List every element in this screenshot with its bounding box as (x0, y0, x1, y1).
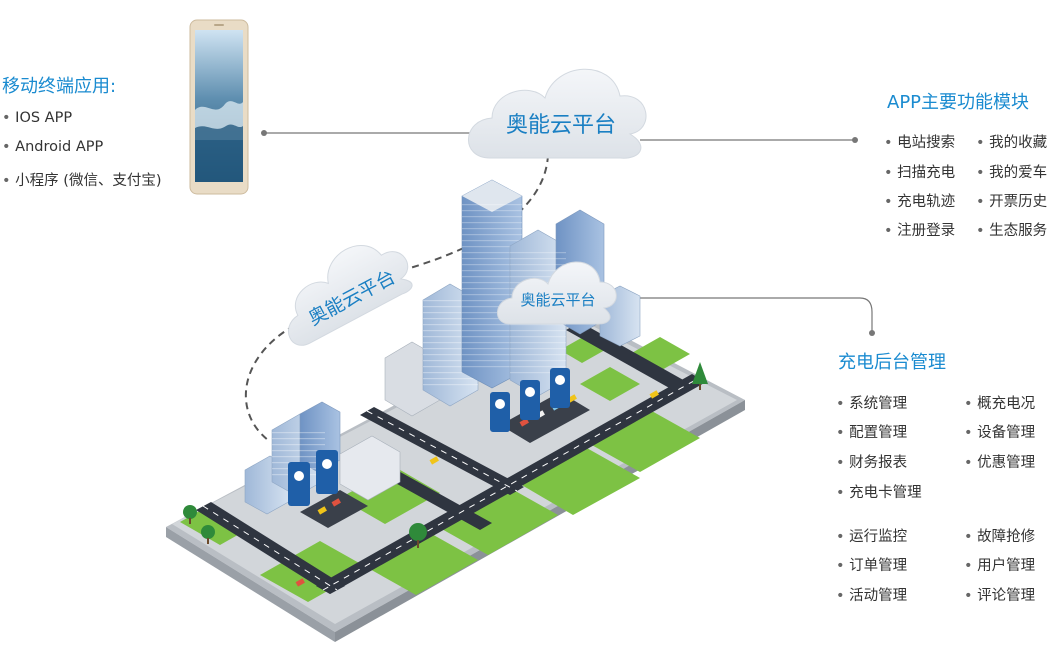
backend-item: 优惠管理 (964, 451, 1035, 472)
app-module-item: 电站搜索 (884, 131, 955, 152)
backend-item: 财务报表 (836, 451, 907, 472)
mobile-item-ios: IOS APP (2, 110, 72, 126)
phone-image (189, 19, 249, 195)
backend-item: 配置管理 (836, 421, 907, 442)
app-module-item: 注册登录 (884, 219, 955, 240)
backend-item: 用户管理 (964, 554, 1035, 575)
backend-item: 订单管理 (836, 554, 907, 575)
charging-stations (288, 368, 570, 506)
backend-item: 评论管理 (964, 584, 1035, 605)
backend-item: 运行监控 (836, 525, 907, 546)
connector-dot-left (261, 130, 267, 136)
app-module-item: 开票历史 (976, 190, 1047, 211)
city-platform (166, 310, 745, 642)
cloud-small-label: 奥能云平台 (520, 291, 595, 309)
backend-item: 故障抢修 (964, 525, 1035, 546)
connector-dot-right (852, 137, 858, 143)
mobile-item-android: Android APP (2, 139, 103, 155)
cloud-main: 奥能云平台 (468, 68, 647, 159)
app-modules-heading: APP主要功能模块 (887, 92, 1030, 113)
mobile-item-miniprogram: 小程序 (微信、支付宝) (2, 169, 161, 190)
cloud-small: 奥能云平台 (497, 261, 617, 325)
backend-item: 活动管理 (836, 584, 907, 605)
backend-item: 系统管理 (836, 392, 907, 413)
connector-lines (264, 132, 873, 333)
backend-heading: 充电后台管理 (838, 352, 946, 373)
cloud-left: 奥能云平台 (288, 244, 413, 346)
backend-item: 概充电况 (964, 392, 1035, 413)
mobile-heading: 移动终端应用: (2, 76, 117, 97)
app-module-item: 我的爱车 (976, 161, 1047, 182)
app-module-item: 扫描充电 (884, 161, 955, 182)
connector-dot-backend (869, 330, 875, 336)
backend-item: 充电卡管理 (836, 481, 922, 502)
app-module-item: 充电轨迹 (884, 190, 955, 211)
cloud-main-label: 奥能云平台 (506, 113, 616, 138)
app-module-item: 我的收藏 (976, 131, 1047, 152)
backend-item: 设备管理 (964, 421, 1035, 442)
app-module-item: 生态服务 (976, 219, 1047, 240)
